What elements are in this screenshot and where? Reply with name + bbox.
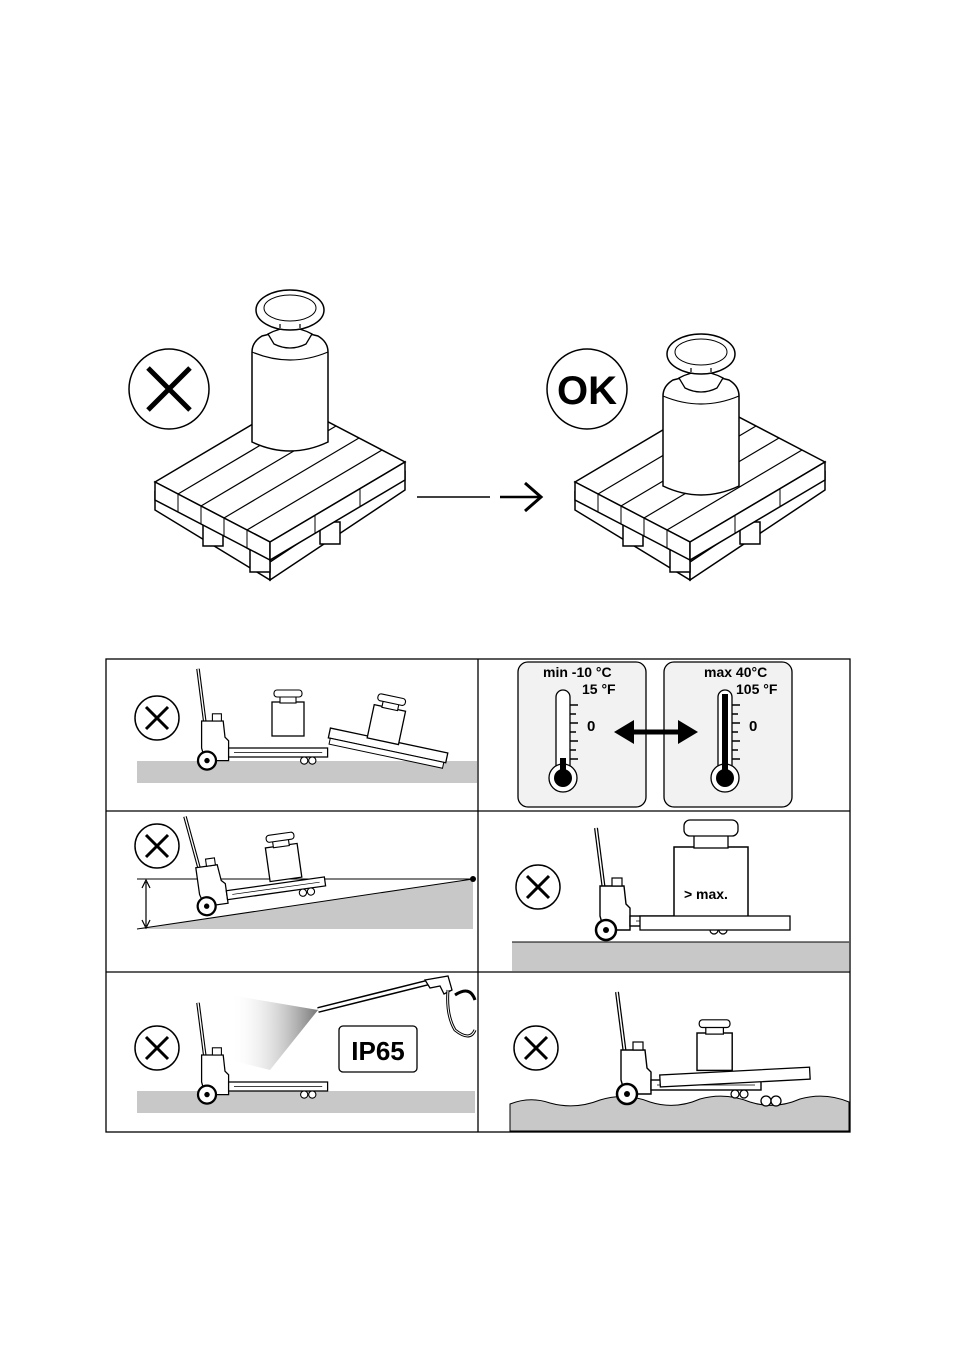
big-weight: > max. (674, 820, 748, 917)
min-celsius: min -10 °C (543, 664, 612, 680)
zero-label-min: 0 (587, 718, 595, 735)
arrow-right-icon (417, 483, 541, 511)
max-celsius: max 40°C (704, 664, 767, 680)
top-illustration: OK (0, 0, 955, 620)
bad-placement-icon (129, 349, 209, 429)
cell-overhang (135, 669, 477, 783)
ip-rating-label: IP65 (351, 1036, 405, 1066)
cell-water-jet: IP65 (135, 976, 475, 1113)
max-fahrenheit: 105 °F (736, 681, 778, 697)
ok-badge: OK (547, 349, 627, 429)
cell-slope (135, 799, 476, 929)
zero-label-max: 0 (749, 718, 757, 735)
x-icon (135, 696, 179, 740)
weight-centered (663, 334, 739, 495)
ok-label: OK (557, 369, 617, 413)
x-icon (516, 865, 560, 909)
weight-edge (252, 290, 328, 451)
cell-temperature: min -10 °C 15 °F max 40°C 105 °F 0 (518, 662, 792, 807)
warnings-grid: min -10 °C 15 °F max 40°C 105 °F 0 (0, 650, 955, 1150)
x-icon (514, 1026, 558, 1070)
overload-label: max. (696, 886, 728, 902)
min-fahrenheit: 15 °F (582, 681, 616, 697)
cell-wet-floor (510, 992, 849, 1131)
x-icon (135, 1026, 179, 1070)
cell-overload: > max. (512, 820, 849, 971)
svg-text:>: > (684, 886, 692, 902)
x-icon (135, 824, 179, 868)
